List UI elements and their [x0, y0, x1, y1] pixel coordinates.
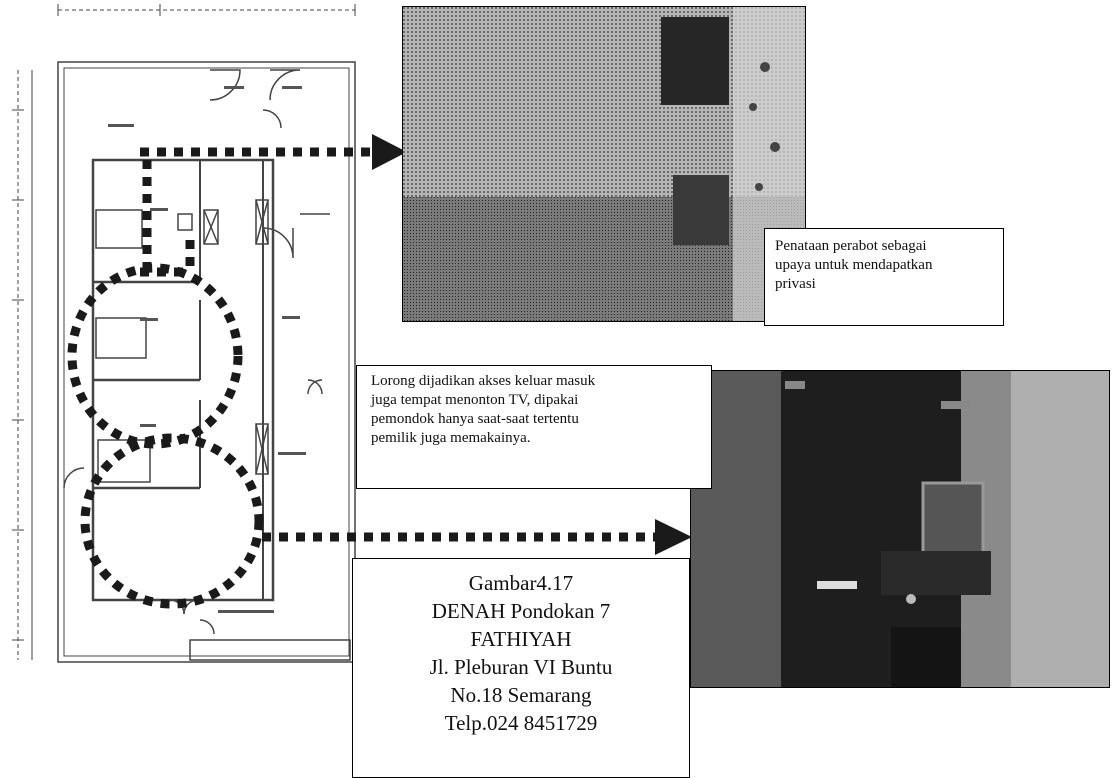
caption-address: Jl. Pleburan VI Buntu — [429, 655, 613, 679]
callout-line: juga tempat menonton TV, dipakai — [371, 392, 579, 408]
photo-room-furniture — [402, 6, 806, 322]
caption-figure-number: Gambar4.17 — [468, 571, 574, 595]
callout-line: privasi — [775, 276, 816, 292]
callout-line: pemondok hanya saat-saat tertentu — [371, 411, 579, 427]
callout-line: pemilik juga memakainya. — [371, 430, 531, 446]
callout-corridor-usage: Lorong dijadikan akses keluar masuk juga… — [356, 365, 712, 489]
callout-line: Penataan perabot sebagai — [775, 238, 927, 254]
caption-name: FATHIYAH — [470, 627, 572, 651]
caption-city: No.18 Semarang — [450, 683, 592, 707]
figure-caption: Gambar4.17 DENAH Pondokan 7 FATHIYAH Jl.… — [352, 558, 690, 778]
caption-title: DENAH Pondokan 7 — [431, 599, 611, 623]
floor-plan — [12, 4, 356, 663]
callout-line: Lorong dijadikan akses keluar masuk — [371, 373, 596, 389]
callout-furniture-privacy: Penataan perabot sebagai upaya untuk men… — [764, 228, 1004, 326]
photo-corridor-tv — [690, 370, 1110, 688]
caption-phone: Telp.024 8451729 — [444, 711, 598, 735]
callout-line: upaya untuk mendapatkan — [775, 257, 933, 273]
